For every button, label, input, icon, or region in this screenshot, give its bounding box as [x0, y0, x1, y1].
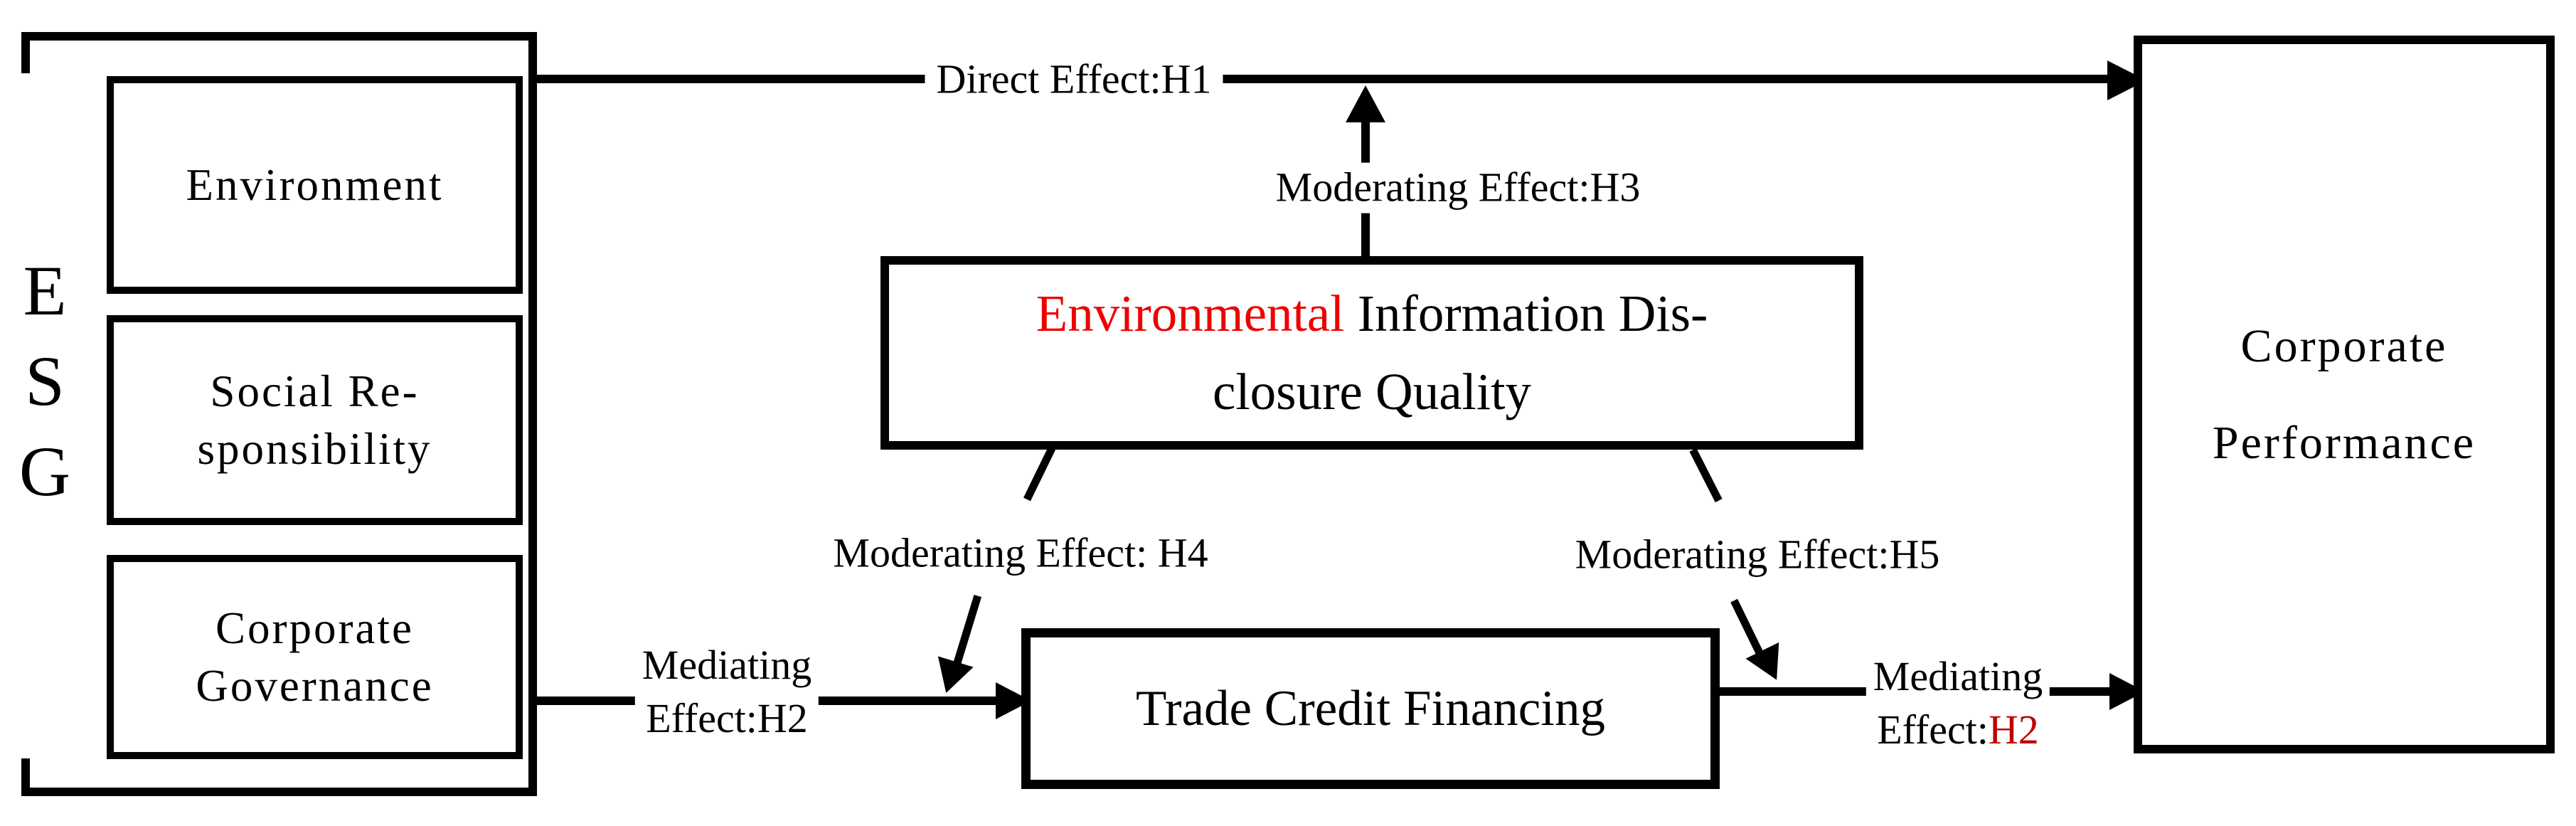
corporate-governance-box-label: Corporate Governance — [196, 603, 434, 711]
esg-frame-top-border — [21, 32, 537, 41]
esg-frame-bottom-left-stub — [21, 758, 30, 796]
social-responsibility-box-label: Social Re- sponsibility — [197, 366, 432, 474]
mediating-right-h2-highlight: H2 — [1988, 706, 2039, 753]
corporate-performance-box-label: Corporate Performance — [2212, 319, 2476, 469]
mediating-left-label-line2: Effect:H2 — [646, 695, 808, 741]
esg-letter-g: G — [18, 432, 71, 511]
social-responsibility-box: Social Re- sponsibility — [107, 315, 523, 525]
mediating-right-label-line2: Effect:H2 — [1877, 706, 2039, 753]
environment-box-label: Environment — [186, 159, 444, 210]
esg-letter-e: E — [23, 251, 67, 330]
moderating-h4-label: Moderating Effect: H4 — [821, 528, 1220, 579]
moderating-h4-stub-line — [1023, 446, 1055, 502]
esg-vertical-label: E S G — [13, 245, 77, 517]
esg-frame-top-left-stub — [21, 32, 30, 73]
mediating-right-label: Mediating Effect:H2 — [1866, 648, 2050, 758]
direct-effect-label: Direct Effect:H1 — [925, 54, 1223, 105]
esg-frame-right-border — [528, 32, 537, 796]
environment-box: Environment — [107, 76, 523, 294]
moderating-h3-arrowhead — [1346, 85, 1385, 122]
mediating-left-label-line1: Mediating — [642, 642, 812, 688]
moderating-h5-stub-line — [1689, 448, 1723, 503]
corporate-governance-box: Corporate Governance — [107, 555, 523, 759]
disclosure-quality-highlight-word: Environmental — [1036, 285, 1345, 342]
moderating-h4-arrowhead — [928, 656, 974, 699]
esg-letter-s: S — [25, 341, 65, 420]
disclosure-quality-box-label: Environmental Information Dis- closure Q… — [1036, 275, 1708, 431]
direct-effect-line — [537, 75, 2112, 83]
trade-credit-financing-box: Trade Credit Financing — [1021, 628, 1720, 789]
disclosure-quality-box: Environmental Information Dis- closure Q… — [880, 256, 1863, 450]
corporate-performance-box: Corporate Performance — [2134, 36, 2555, 753]
disclosure-quality-line2: closure Quality — [1212, 363, 1532, 420]
mediating-right-label-line1: Mediating — [1873, 653, 2043, 699]
mediating-left-label: Mediating Effect:H2 — [634, 637, 819, 746]
disclosure-quality-line1-rest: Information Dis- — [1344, 285, 1708, 342]
moderating-h5-label: Moderating Effect:H5 — [1563, 529, 1952, 581]
esg-frame-bottom-border — [21, 788, 537, 796]
moderating-h3-label: Moderating Effect:H3 — [1264, 162, 1652, 213]
trade-credit-financing-box-label: Trade Credit Financing — [1136, 680, 1605, 736]
